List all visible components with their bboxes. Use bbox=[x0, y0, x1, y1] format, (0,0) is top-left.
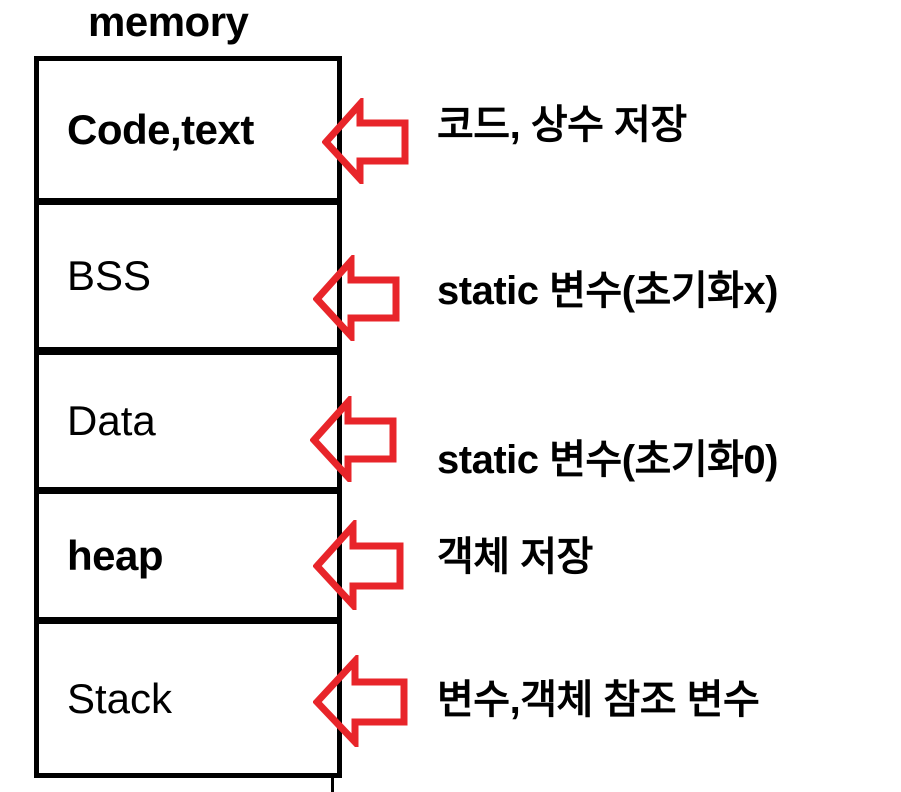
bottom-tick-mark bbox=[331, 778, 334, 792]
memory-segment-box: Code,text bbox=[34, 56, 342, 203]
segment-label: Data bbox=[67, 397, 156, 444]
segment-label: BSS bbox=[67, 252, 152, 299]
segment-label: Code,text bbox=[67, 105, 254, 153]
memory-segment-box: Data bbox=[34, 350, 342, 492]
annotation-bss: static 변수(초기화x) bbox=[437, 269, 779, 313]
page-title: memory bbox=[88, 0, 249, 45]
memory-segment-column: Code,text BSS Data heap Stack bbox=[34, 56, 342, 778]
annotation-code-text: 코드, 상수 저장 bbox=[437, 103, 687, 147]
segment-label: heap bbox=[67, 531, 164, 579]
annotation-data: static 변수(초기화0) bbox=[437, 438, 779, 482]
memory-segment-box: heap bbox=[34, 489, 342, 622]
segment-label: Stack bbox=[67, 674, 173, 722]
annotation-stack: 변수,객체 참조 변수 bbox=[437, 678, 760, 722]
memory-segment-box: BSS bbox=[34, 200, 342, 352]
memory-segment-box: Stack bbox=[34, 619, 342, 778]
annotation-heap: 객체 저장 bbox=[437, 535, 593, 579]
